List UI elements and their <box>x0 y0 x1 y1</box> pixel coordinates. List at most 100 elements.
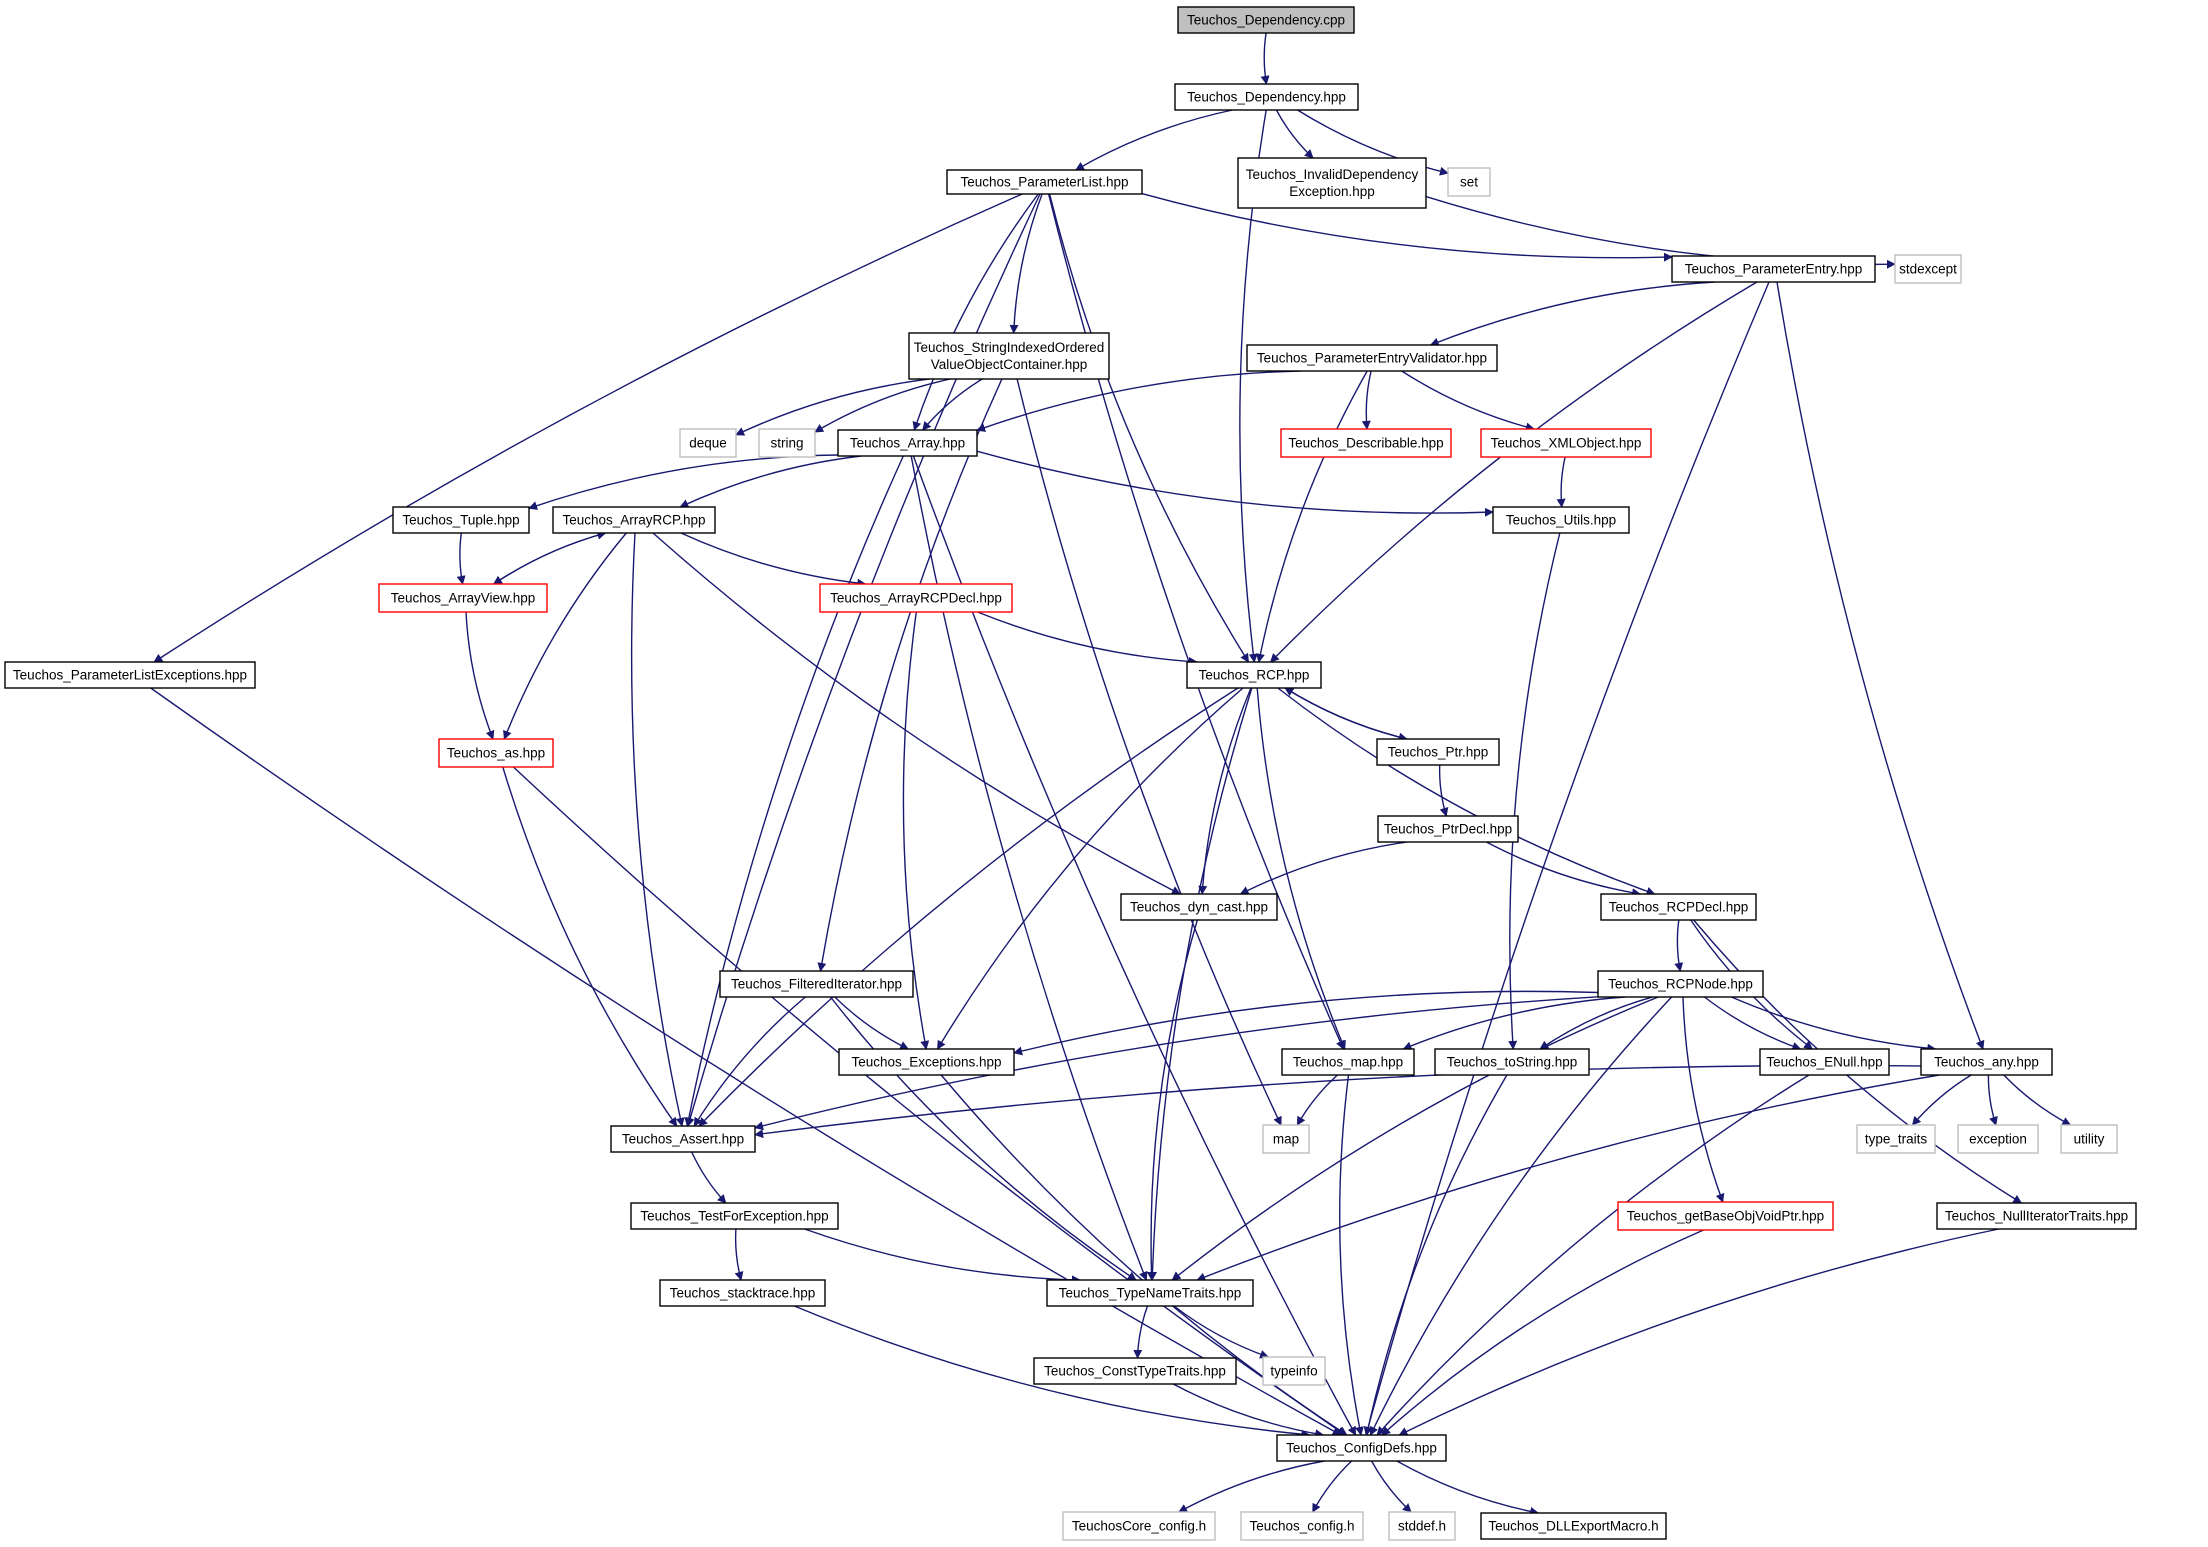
node-label: Teuchos_ParameterList.hpp <box>960 175 1128 190</box>
node-box <box>1480 1512 1667 1540</box>
node-box <box>1447 167 1491 197</box>
node-box <box>378 583 548 613</box>
node-enull[interactable]: Teuchos_ENull.hpp <box>1759 1048 1890 1076</box>
node-dependency-hpp[interactable]: Teuchos_Dependency.hpp <box>1174 83 1359 111</box>
node-parameterentry[interactable]: Teuchos_ParameterEntry.hpp <box>1671 255 1876 283</box>
node-dependency-cpp[interactable]: Teuchos_Dependency.cpp <box>1177 6 1355 34</box>
node-label: deque <box>689 436 727 451</box>
node-box <box>1671 255 1876 283</box>
edge-rcpnode-to-enull <box>1704 996 1802 1051</box>
node-box <box>1276 1434 1447 1462</box>
edge-tuple-to-arrayview <box>456 532 466 585</box>
node-dyncast[interactable]: Teuchos_dyn_cast.hpp <box>1120 893 1278 921</box>
node-consttype[interactable]: Teuchos_ConstTypeTraits.hpp <box>1033 1357 1237 1385</box>
node-label: Teuchos_ParameterEntryValidator.hpp <box>1257 351 1487 366</box>
node-box <box>1600 893 1757 921</box>
node-ptrdecl[interactable]: Teuchos_PtrDecl.hpp <box>1377 815 1519 843</box>
node-box <box>1377 815 1519 843</box>
node-rcpnode[interactable]: Teuchos_RCPNode.hpp <box>1597 970 1764 998</box>
node-arrayrcp[interactable]: Teuchos_ArrayRCP.hpp <box>552 506 716 534</box>
node-box <box>1388 1511 1456 1541</box>
node-box <box>1894 254 1962 284</box>
edge-filterediter-to-exceptions <box>834 996 910 1050</box>
edge-rcpnode-to-tmap <box>1402 996 1626 1051</box>
node-label: Teuchos_map.hpp <box>1293 1055 1403 1070</box>
edge-parameterentry-to-any <box>1776 281 1985 1050</box>
edge-parameterlist-to-rcp <box>1048 193 1250 663</box>
node-parameterlist[interactable]: Teuchos_ParameterList.hpp <box>946 169 1143 195</box>
node-label: Teuchos_dyn_cast.hpp <box>1130 900 1268 915</box>
node-label: Teuchos_ENull.hpp <box>1766 1055 1882 1070</box>
node-box <box>1240 1511 1364 1541</box>
edge-nulliter-to-configdefs <box>1398 1228 1999 1436</box>
node-typename[interactable]: Teuchos_TypeNameTraits.hpp <box>1046 1279 1254 1307</box>
node-any[interactable]: Teuchos_any.hpp <box>1920 1048 2053 1076</box>
node-rcp[interactable]: Teuchos_RCP.hpp <box>1186 661 1322 689</box>
edge-dependency_hpp-to-parameterlist <box>1075 109 1233 171</box>
edge-configdefs-to-stddef <box>1370 1460 1412 1513</box>
node-getbaseobj[interactable]: Teuchos_getBaseObjVoidPtr.hpp <box>1617 1201 1834 1231</box>
edge-configdefs-to-coreconfig <box>1178 1460 1325 1513</box>
edge-validator-to-array <box>976 370 1302 432</box>
node-stringindexed[interactable]: Teuchos_StringIndexedOrderedValueObjectC… <box>908 332 1110 380</box>
node-utils[interactable]: Teuchos_Utils.hpp <box>1492 506 1630 534</box>
edge-stacktrace-to-configdefs <box>794 1305 1311 1439</box>
edge-array-to-typename <box>910 455 1148 1281</box>
node-label: Teuchos_PtrDecl.hpp <box>1384 822 1512 837</box>
node-label: Exception.hpp <box>1289 184 1375 199</box>
node-xmlobject[interactable]: Teuchos_XMLObject.hpp <box>1480 428 1652 458</box>
node-string: string <box>758 428 816 458</box>
node-tmap[interactable]: Teuchos_map.hpp <box>1281 1048 1415 1076</box>
node-filterediter[interactable]: Teuchos_FilteredIterator.hpp <box>719 970 914 998</box>
node-array[interactable]: Teuchos_Array.hpp <box>837 429 978 457</box>
node-plexceptions[interactable]: Teuchos_ParameterListExceptions.hpp <box>4 661 256 689</box>
node-label: utility <box>2074 1132 2105 1147</box>
edge-dependency_cpp-to-dependency_hpp <box>1260 32 1270 85</box>
node-label: Teuchos_StringIndexedOrdered <box>914 340 1105 355</box>
node-box <box>1033 1357 1237 1385</box>
edge-stringindexed-to-deque <box>735 378 930 436</box>
node-arrayrcpdecl[interactable]: Teuchos_ArrayRCPDecl.hpp <box>819 583 1013 613</box>
node-label: stddef.h <box>1398 1519 1446 1534</box>
node-box <box>837 429 978 457</box>
edge-tostring-to-configdefs <box>1363 1074 1508 1436</box>
node-label: Teuchos_InvalidDependency <box>1246 167 1419 182</box>
node-describable[interactable]: Teuchos_Describable.hpp <box>1280 428 1452 458</box>
node-utility: utility <box>2060 1124 2118 1154</box>
edge-arrayrcpdecl-to-rcp <box>977 611 1198 666</box>
node-box <box>1480 428 1652 458</box>
edge-parameterlist-to-plexceptions <box>153 193 1023 663</box>
node-label: ValueObjectContainer.hpp <box>931 357 1088 372</box>
node-label: Teuchos_ArrayRCP.hpp <box>562 513 705 528</box>
edge-rcpnode-to-exceptions <box>1013 990 1599 1056</box>
node-box <box>1246 344 1498 372</box>
node-box <box>1280 428 1452 458</box>
edge-rcp-to-assert <box>698 687 1239 1127</box>
edge-rcp-to-typename <box>1147 687 1253 1281</box>
edge-rcpnode-to-typename <box>1171 996 1659 1281</box>
node-exceptions[interactable]: Teuchos_Exceptions.hpp <box>838 1048 1015 1076</box>
node-tuple[interactable]: Teuchos_Tuple.hpp <box>392 506 530 534</box>
node-configdefs[interactable]: Teuchos_ConfigDefs.hpp <box>1276 1434 1447 1462</box>
node-tostring[interactable]: Teuchos_toString.hpp <box>1434 1048 1590 1076</box>
node-dllexport[interactable]: Teuchos_DLLExportMacro.h <box>1480 1512 1667 1540</box>
node-label: Teuchos_config.h <box>1249 1519 1354 1534</box>
node-stacktrace[interactable]: Teuchos_stacktrace.hpp <box>659 1279 826 1307</box>
node-nulliter[interactable]: Teuchos_NullIteratorTraits.hpp <box>1936 1202 2137 1230</box>
edge-stringindexed-to-string <box>814 378 951 433</box>
edge-rcp-to-exceptions <box>936 687 1244 1050</box>
node-assert[interactable]: Teuchos_Assert.hpp <box>610 1125 756 1153</box>
node-box <box>1174 83 1359 111</box>
node-rcpdecl[interactable]: Teuchos_RCPDecl.hpp <box>1600 893 1757 921</box>
node-ptr[interactable]: Teuchos_Ptr.hpp <box>1376 738 1500 766</box>
edge-dependency_hpp-to-invaliddep <box>1275 109 1314 159</box>
edge-parameterlist-to-array <box>912 193 1039 431</box>
node-validator[interactable]: Teuchos_ParameterEntryValidator.hpp <box>1246 344 1498 372</box>
node-box <box>1597 970 1764 998</box>
node-arrayview[interactable]: Teuchos_ArrayView.hpp <box>378 583 548 613</box>
node-label: Teuchos_Exceptions.hpp <box>851 1055 1001 1070</box>
node-label: set <box>1460 175 1478 190</box>
node-as[interactable]: Teuchos_as.hpp <box>438 738 554 768</box>
node-testforexc[interactable]: Teuchos_TestForException.hpp <box>630 1202 839 1230</box>
